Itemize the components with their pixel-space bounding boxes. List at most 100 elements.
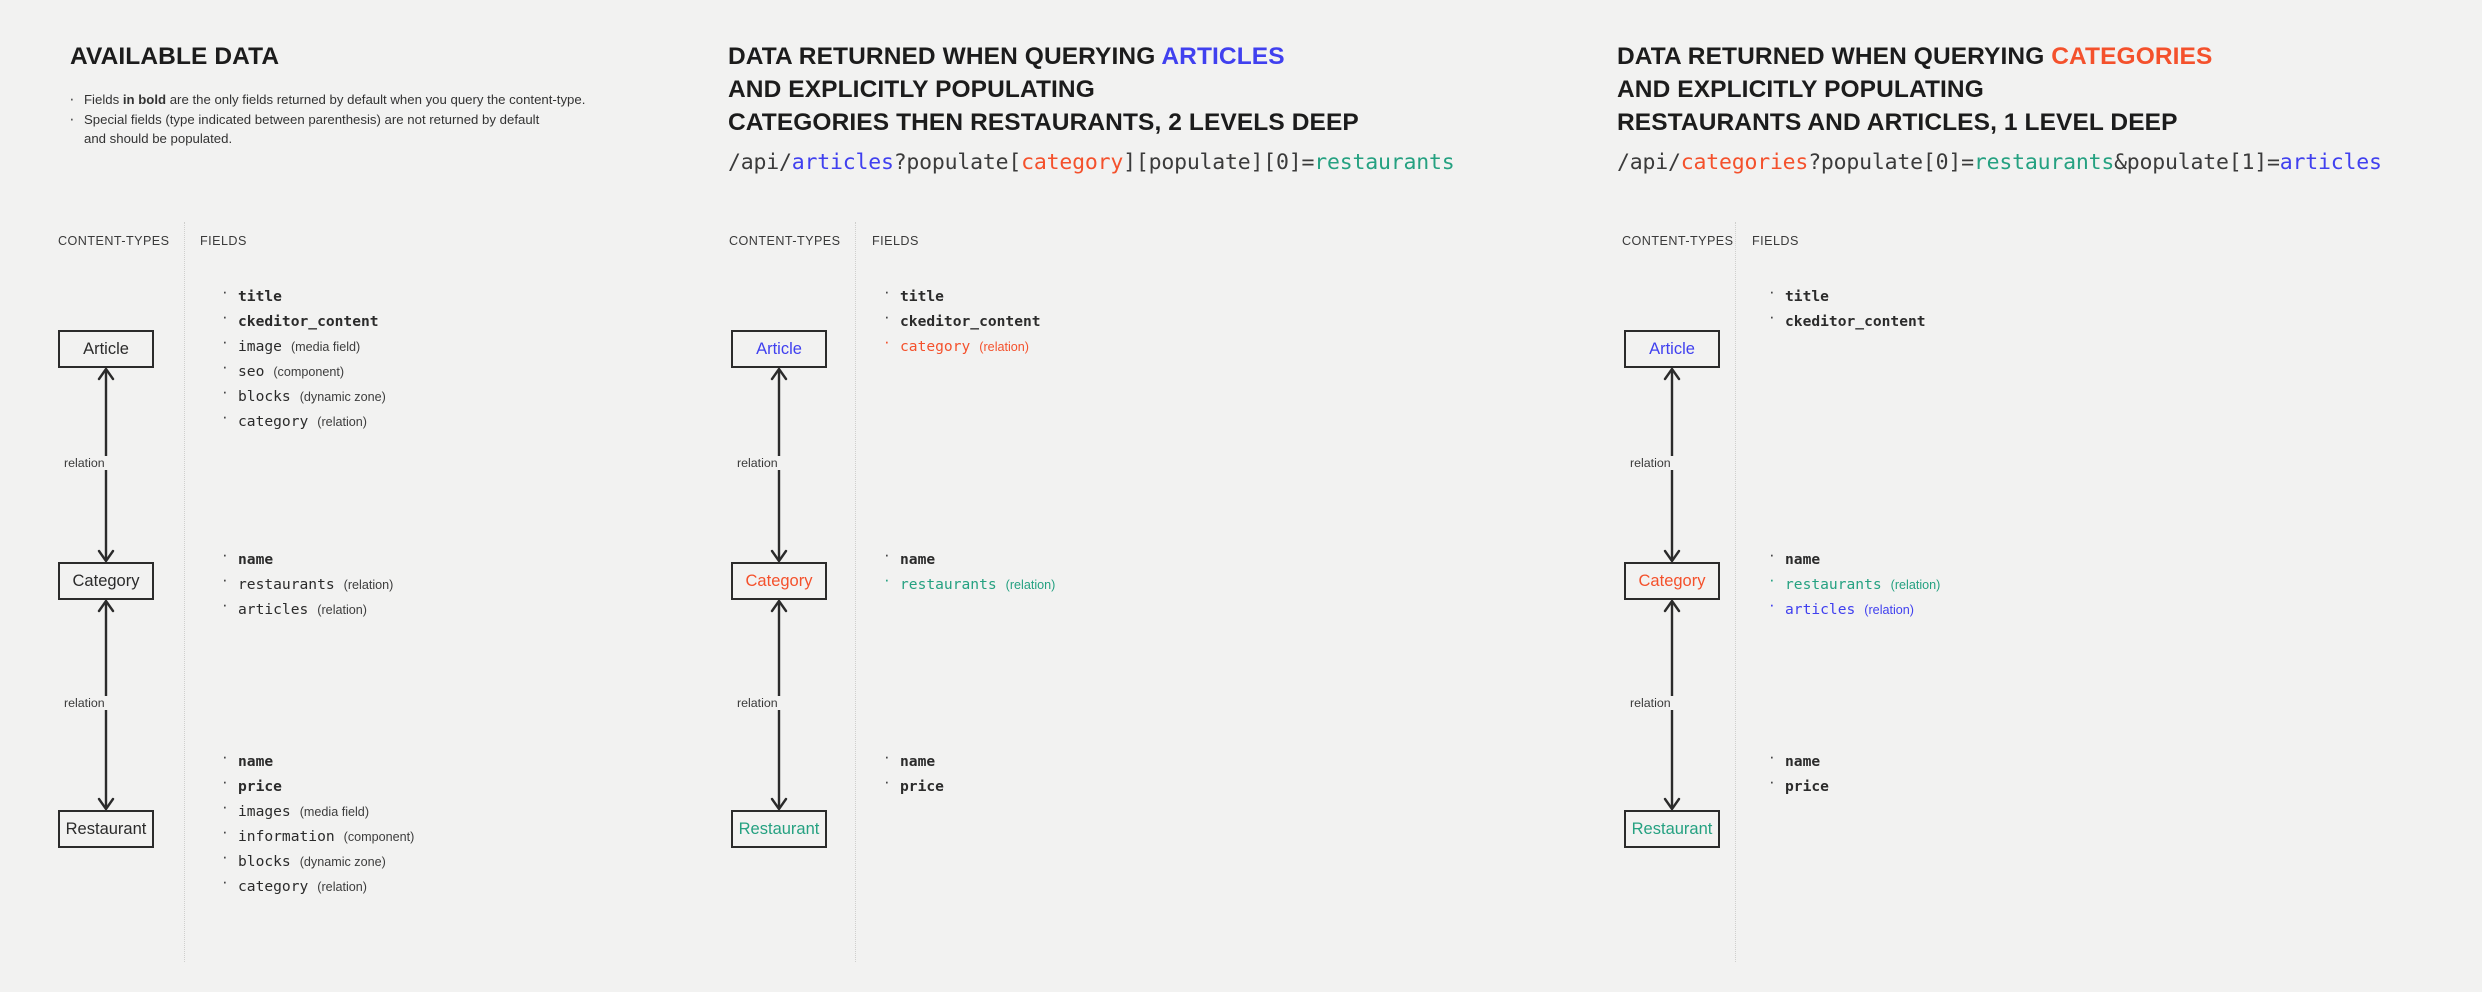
field-row: articles(relation) [1765,596,1940,618]
entity-box-article[interactable]: Article [731,330,827,368]
field-row: category(relation) [218,408,386,430]
field-row: restaurants(relation) [218,571,393,593]
field-name: title [238,288,282,305]
field-type: (relation) [1005,577,1056,592]
field-row: category (relation) [218,873,414,895]
entity-box-label: Restaurant [65,819,147,838]
field-row: seo(component) [218,358,386,380]
api-segment: ?populate[ [893,150,1022,175]
field-name: title [900,288,944,305]
field-row: price [218,773,414,795]
relation-connector [89,368,123,562]
relation-label: relation [61,456,108,470]
title-segment: AND EXPLICITLY POPULATING [728,76,1095,103]
title-segment: AVAILABLE DATA [70,43,280,70]
entity-box-article[interactable]: Article [1624,330,1720,368]
field-row: ckeditor_content [880,308,1041,330]
field-name: articles [1785,600,1856,618]
legend-note-item: and should be populated. [84,131,233,146]
panel-title-line: CATEGORIES THEN RESTAURANTS, 2 LEVELS DE… [728,106,1359,139]
entity-box-restaurant[interactable]: Restaurant [58,810,154,848]
api-endpoint-querying-categories: /api/categories?populate[0]=restaurants&… [1617,150,2382,175]
entity-box-label: Article [83,339,129,358]
field-type: (relation) [1890,577,1941,592]
api-segment: articles [2279,150,2382,175]
field-name: ckeditor_content [238,312,379,330]
field-name: image [238,337,282,355]
api-segment: restaurants [1973,150,2115,175]
caption-fields: FIELDS [872,234,919,248]
field-type: (relation) [317,602,367,617]
field-list-restaurant: name price images(media field) information(… [218,748,414,903]
entity-box-label: Article [1649,339,1695,358]
api-segment: ][populate][0]= [1123,150,1315,175]
field-list-category: name restaurants(relation) articles(relati… [218,546,393,626]
title-segment: CATEGORIES [2051,43,2213,70]
legend-note-item: Special fields (type indicated between p… [69,109,585,130]
column-divider-2 [855,222,856,962]
panel-title-line: RESTAURANTS AND ARTICLES, 1 LEVEL DEEP [1617,106,2212,139]
field-name: name [1785,551,1821,568]
column-divider-3 [1735,222,1736,962]
field-type: (relation) [317,879,367,894]
entity-box-category[interactable]: Category [1624,562,1720,600]
entity-box-label: Restaurant [738,819,820,838]
field-name: blocks [238,852,291,870]
caption-content-types: CONTENT-TYPES [58,234,170,248]
caption-fields: FIELDS [200,234,247,248]
field-row: blocks (dynamic zone) [218,848,414,870]
title-segment: CATEGORIES THEN RESTAURANTS, 2 LEVELS DE… [728,109,1359,136]
field-type: (dynamic zone) [299,389,386,404]
relation-connector [89,600,123,810]
entity-box-article[interactable]: Article [58,330,154,368]
field-row: price [1765,773,1829,795]
field-row: images(media field) [218,798,414,820]
title-segment: ARTICLES [1161,43,1285,70]
field-row: blocks (dynamic zone) [218,383,386,405]
field-row: price [880,773,944,795]
field-name: name [900,753,936,770]
field-row: title [218,283,386,305]
api-segment: category [1021,150,1124,175]
api-segment: /api/ [1617,150,1681,175]
api-segment: restaurants [1314,150,1455,175]
field-name: blocks [238,387,291,405]
api-segment: ?populate[0]= [1808,150,1974,175]
entity-box-label: Category [745,571,813,590]
relation-label: relation [734,696,781,710]
field-type: (dynamic zone) [299,854,386,869]
field-name: name [238,551,274,568]
entity-box-label: Restaurant [1631,819,1713,838]
entity-box-restaurant[interactable]: Restaurant [731,810,827,848]
legend-notes: Fields in bold are the only fields retur… [64,89,585,149]
field-row: restaurants(relation) [1765,571,1941,593]
field-name: images [238,802,291,820]
field-row: articles(relation) [218,596,393,618]
panel-title-line: AND EXPLICITLY POPULATING [1617,73,2212,106]
api-segment: /api/ [728,150,792,175]
entity-box-category[interactable]: Category [58,562,154,600]
entity-box-category[interactable]: Category [731,562,827,600]
field-name: title [1785,288,1829,305]
relation-connector [1655,368,1689,562]
caption-content-types: CONTENT-TYPES [1622,234,1734,248]
field-row: name [218,748,414,770]
field-name: name [1785,753,1821,770]
field-row: category(relation) [880,333,1041,355]
field-name: name [900,551,936,568]
entity-box-label: Article [756,339,802,358]
entity-box-restaurant[interactable]: Restaurant [1624,810,1720,848]
api-segment: &populate[1]= [2114,150,2280,175]
field-type: (component) [273,364,345,379]
field-row: information(component) [218,823,414,845]
field-name: category [238,877,309,895]
api-segment: articles [791,150,894,175]
field-name: category [900,337,971,355]
